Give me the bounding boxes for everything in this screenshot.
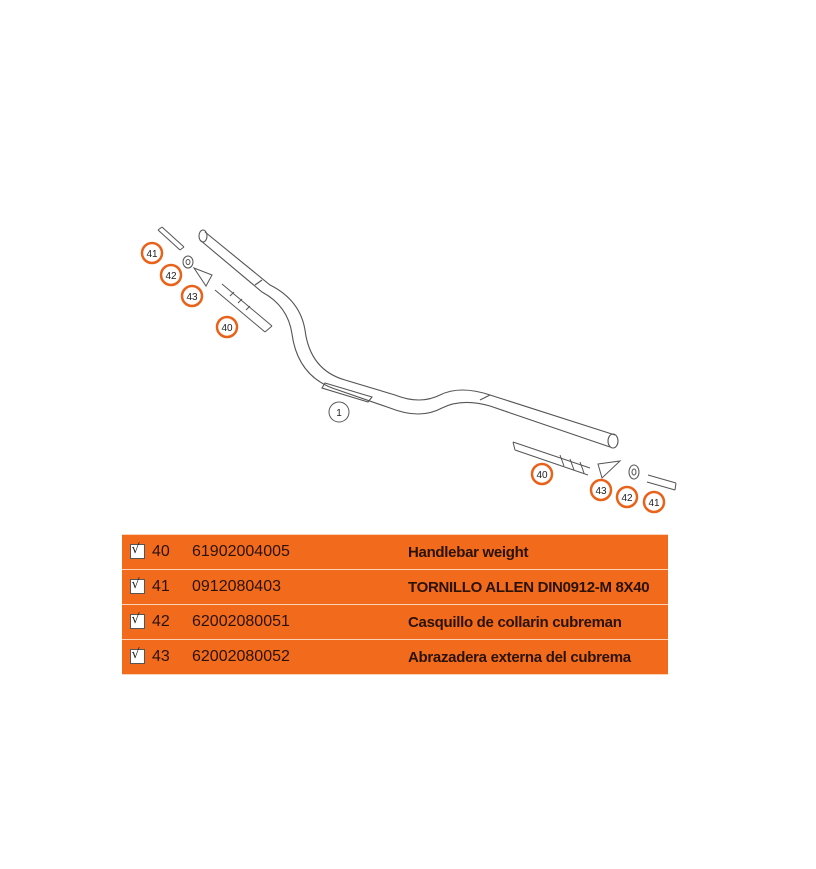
part-number: 62002080051: [192, 604, 408, 640]
callout-41-right[interactable]: 41: [642, 490, 666, 514]
callout-43-left[interactable]: 43: [180, 284, 204, 308]
exploded-parts-diagram: 41 42 43 40 1 40 43 42 41: [140, 226, 677, 514]
row-checkbox-cell[interactable]: √: [122, 569, 152, 605]
left-parts: [157, 226, 273, 333]
callout-40-left[interactable]: 40: [215, 315, 239, 339]
part-number: 0912080403: [192, 569, 408, 605]
svg-text:43: 43: [186, 292, 198, 303]
right-parts: [512, 441, 677, 491]
handlebar-drawing: [198, 229, 619, 449]
svg-text:40: 40: [536, 470, 548, 481]
table-row[interactable]: √ 43 62002080052 Abrazadera externa del …: [122, 639, 668, 675]
parts-table: √ 40 61902004005 Handlebar weight √ 41 0…: [122, 534, 668, 675]
svg-text:42: 42: [165, 271, 177, 282]
svg-text:1: 1: [336, 408, 342, 419]
part-position: 42: [152, 604, 192, 640]
callout-41-left[interactable]: 41: [140, 241, 164, 265]
callout-1-handlebar[interactable]: 1: [328, 401, 350, 423]
svg-text:40: 40: [221, 323, 233, 334]
part-description: Handlebar weight: [408, 534, 668, 570]
part-description: Casquillo de collarin cubreman: [408, 604, 668, 640]
part-description: Abrazadera externa del cubrema: [408, 639, 668, 675]
part-position: 40: [152, 534, 192, 570]
row-checkbox[interactable]: √: [129, 577, 145, 595]
callout-43-right[interactable]: 43: [589, 478, 613, 502]
table-row[interactable]: √ 40 61902004005 Handlebar weight: [122, 534, 668, 570]
row-checkbox-cell[interactable]: √: [122, 604, 152, 640]
row-checkbox-cell[interactable]: √: [122, 639, 152, 675]
part-position: 43: [152, 639, 192, 675]
callout-40-right[interactable]: 40: [530, 462, 554, 486]
part-position: 41: [152, 569, 192, 605]
callout-42-left[interactable]: 42: [159, 263, 183, 287]
row-checkbox-cell[interactable]: √: [122, 534, 152, 570]
table-row[interactable]: √ 41 0912080403 TORNILLO ALLEN DIN0912-M…: [122, 569, 668, 605]
part-number: 61902004005: [192, 534, 408, 570]
callout-42-right[interactable]: 42: [615, 485, 639, 509]
svg-text:41: 41: [648, 498, 660, 509]
row-checkbox[interactable]: √: [129, 612, 145, 630]
svg-text:42: 42: [621, 493, 633, 504]
svg-text:41: 41: [146, 249, 158, 260]
part-description: TORNILLO ALLEN DIN0912-M 8X40: [408, 569, 668, 605]
row-checkbox[interactable]: √: [129, 647, 145, 665]
table-row[interactable]: √ 42 62002080051 Casquillo de collarin c…: [122, 604, 668, 640]
part-number: 62002080052: [192, 639, 408, 675]
svg-text:43: 43: [595, 486, 607, 497]
row-checkbox[interactable]: √: [129, 542, 145, 560]
